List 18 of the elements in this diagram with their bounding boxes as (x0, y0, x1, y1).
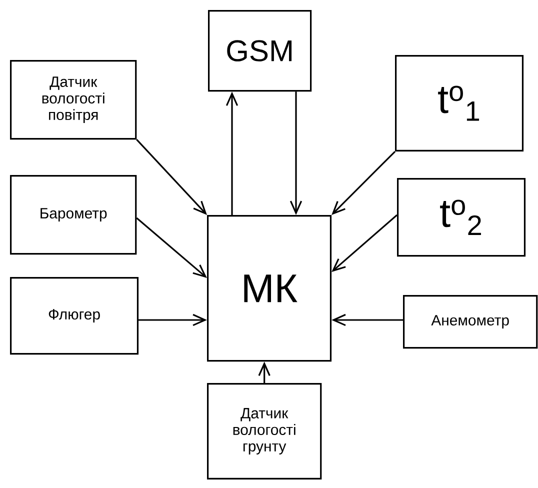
controller-box: МК (207, 215, 332, 362)
arrow (258, 362, 270, 383)
arrow (136, 139, 207, 215)
sensor-box: Барометр (10, 175, 137, 255)
sensor-box: Флюгер (10, 277, 139, 355)
sensor-box: t$^{o}$1 (395, 55, 524, 152)
module-box: GSM (208, 10, 312, 92)
sensor-box: Датчик вологості повітря (10, 60, 137, 140)
arrow (138, 314, 207, 326)
sensor-box: t$^{o}$2 (397, 178, 526, 257)
arrow (226, 92, 238, 215)
arrow (332, 214, 398, 272)
arrow (136, 217, 207, 278)
arrow (332, 314, 403, 326)
sensor-box: Анемометр (403, 295, 538, 349)
arrow (332, 150, 396, 215)
sensor-box: Датчик вологості грунту (207, 383, 322, 480)
arrow (290, 92, 302, 215)
